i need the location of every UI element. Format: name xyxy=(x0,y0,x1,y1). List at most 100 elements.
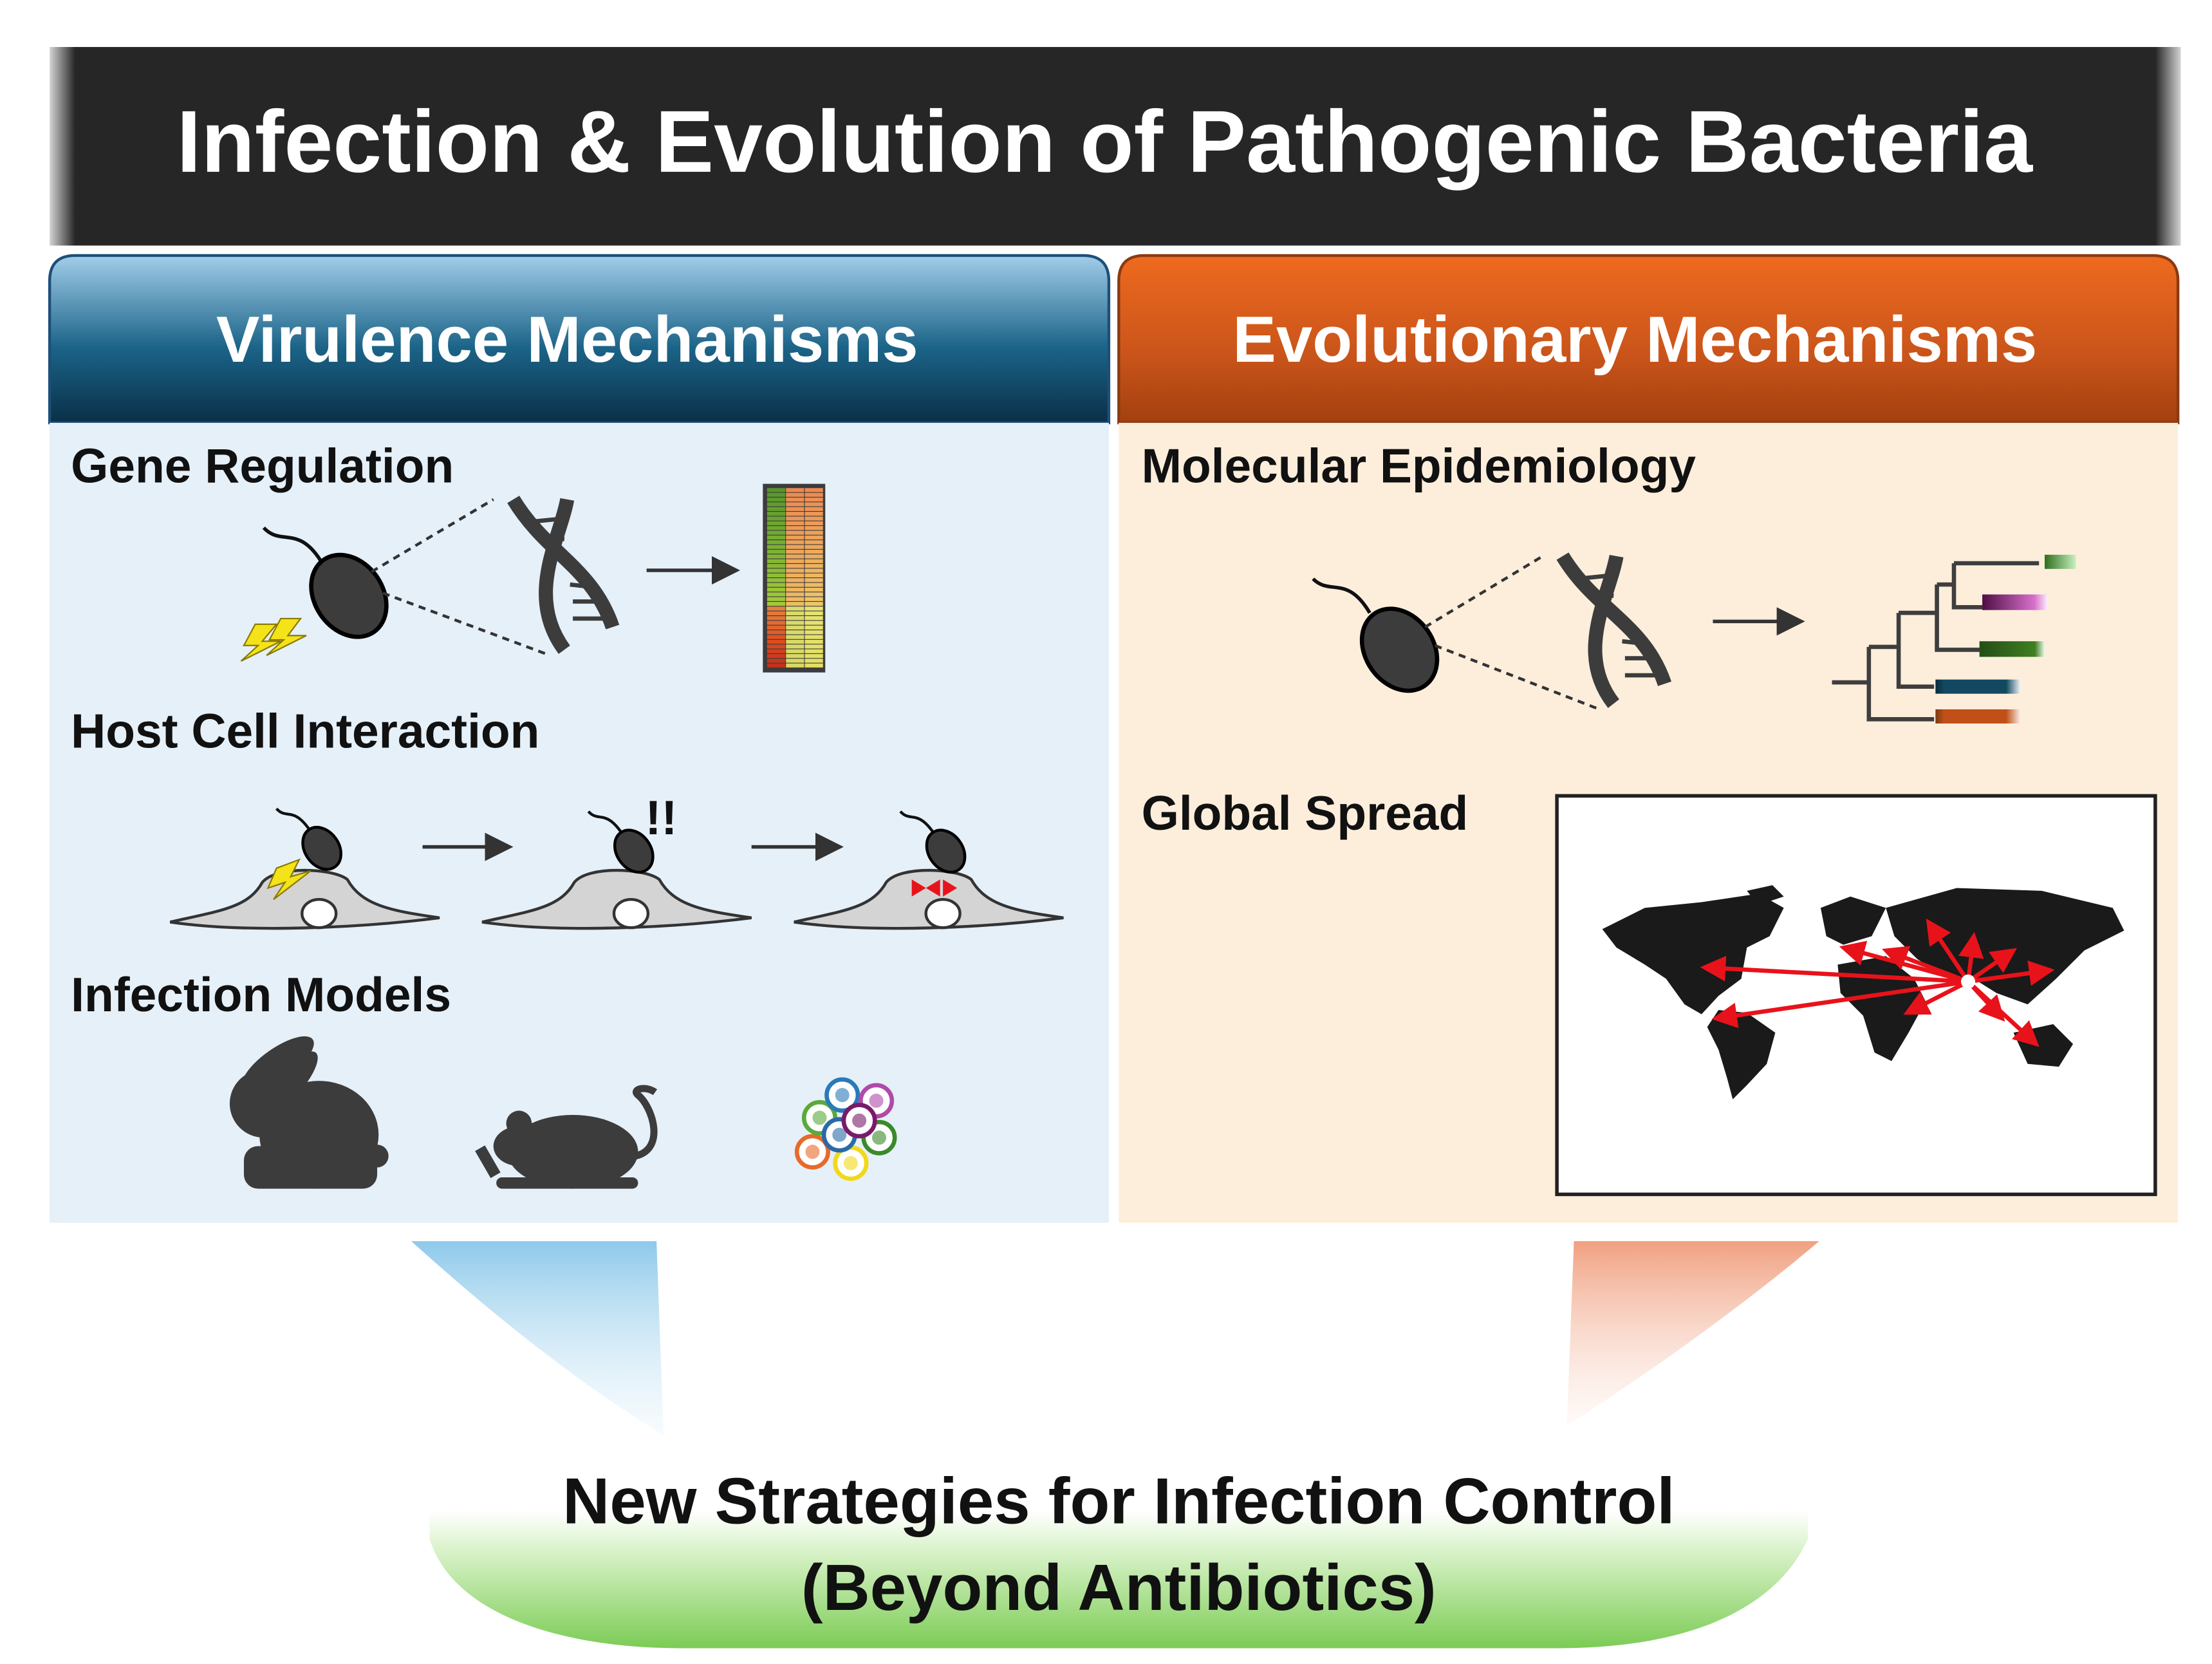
heatmap-cell xyxy=(786,507,804,511)
heatmap-cell xyxy=(767,587,786,592)
heatmap-cell xyxy=(804,611,823,615)
heatmap-cell xyxy=(767,530,786,535)
heatmap-cell xyxy=(767,611,786,615)
heatmap-cell xyxy=(804,597,823,601)
bacterium-icon xyxy=(262,526,389,639)
cell-culture-icon xyxy=(794,1077,897,1181)
heatmap-cell xyxy=(767,659,786,663)
heatmap-cell xyxy=(767,545,786,549)
outcome-line-2: (Beyond Antibiotics) xyxy=(801,1551,1436,1624)
heatmap-cell xyxy=(786,526,804,530)
heatmap-cell xyxy=(804,616,823,621)
heatmap-cell xyxy=(767,597,786,601)
heatmap-cell xyxy=(786,649,804,653)
rabbit-icon xyxy=(229,1036,389,1189)
heatmap-cell xyxy=(804,601,823,606)
clade-bar xyxy=(1979,641,2045,657)
heatmap-cell xyxy=(767,630,786,635)
heatmap-cell xyxy=(804,625,823,630)
panel-header-virulence: Virulence Mechanisms xyxy=(216,303,918,376)
heatmap-cell xyxy=(786,606,804,611)
heatmap-cell xyxy=(786,592,804,597)
heatmap-cell xyxy=(804,653,823,659)
heatmap-cell xyxy=(767,497,786,502)
heatmap-cell xyxy=(804,497,823,502)
heatmap-cell xyxy=(767,625,786,630)
heatmap-cell xyxy=(804,488,823,492)
virulence-panel: Virulence Mechanisms Gene Regulation Hos… xyxy=(48,254,1111,1223)
heatmap-cell xyxy=(804,635,823,639)
heatmap-cell xyxy=(786,583,804,587)
heatmap-cell xyxy=(786,545,804,549)
heatmap-cell xyxy=(804,578,823,583)
heatmap-cell xyxy=(804,540,823,545)
alert-icon: !! xyxy=(645,790,677,845)
heatmap-cell xyxy=(804,659,823,663)
heatmap-cell xyxy=(804,549,823,554)
dashed-line xyxy=(382,592,551,657)
heatmap-cell xyxy=(786,611,804,615)
heatmap-cell xyxy=(786,497,804,502)
heatmap-cell xyxy=(786,597,804,601)
clade-bar xyxy=(1982,594,2048,610)
heatmap-cell xyxy=(786,635,804,639)
heatmap-cell xyxy=(786,554,804,559)
funnel-right xyxy=(1566,1241,1819,1426)
heatmap-cell xyxy=(767,578,786,583)
heatmap-cell xyxy=(804,512,823,516)
heatmap-cell xyxy=(786,568,804,573)
heatmap-cell xyxy=(767,601,786,606)
dna-helix-icon xyxy=(1556,552,1672,708)
heatmap-cell xyxy=(786,659,804,663)
heatmap-icon xyxy=(763,483,826,673)
heatmap-cell xyxy=(804,535,823,540)
heatmap-cell xyxy=(767,606,786,611)
heatmap-cell xyxy=(767,583,786,587)
world-map-icon xyxy=(1555,794,2157,1197)
heatmap-cell xyxy=(767,616,786,621)
heatmap-cell xyxy=(804,573,823,578)
bacterium-icon xyxy=(301,826,342,871)
page-title: Infection & Evolution of Pathogenic Bact… xyxy=(176,92,2033,191)
mouse-icon xyxy=(475,1085,658,1189)
heatmap-cell xyxy=(767,559,786,563)
heatmap-cell xyxy=(767,568,786,573)
heatmap-cell xyxy=(804,639,823,644)
heatmap-cell xyxy=(804,526,823,530)
heatmap-cell xyxy=(767,549,786,554)
panel-header-evolutionary: Evolutionary Mechanisms xyxy=(1232,303,2037,376)
origin-star-icon xyxy=(1961,974,1976,989)
section-label-infection-models: Infection Models xyxy=(71,968,451,1022)
heatmap-cell xyxy=(786,663,804,668)
heatmap-cell xyxy=(804,663,823,668)
lightning-icon xyxy=(266,858,311,901)
clade-bar xyxy=(2045,554,2076,569)
heatmap-cell xyxy=(786,540,804,545)
heatmap-cell xyxy=(804,606,823,611)
heatmap-cell xyxy=(786,516,804,521)
heatmap-cell xyxy=(804,583,823,587)
heatmap-cell xyxy=(786,564,804,568)
dashed-line xyxy=(1434,644,1601,711)
heatmap-cell xyxy=(804,507,823,511)
heatmap-cell xyxy=(767,621,786,625)
heatmap-cell xyxy=(786,625,804,630)
section-label-global-spread: Global Spread xyxy=(1142,786,1469,840)
heatmap-cell xyxy=(804,545,823,549)
dashed-line xyxy=(1424,555,1544,629)
heatmap-cell xyxy=(786,644,804,649)
heatmap-cell xyxy=(804,568,823,573)
heatmap-cell xyxy=(804,630,823,635)
heatmap-cell xyxy=(786,549,804,554)
heatmap-cell xyxy=(804,492,823,497)
heatmap-cell xyxy=(804,554,823,559)
evolutionary-panel: Evolutionary Mechanisms Molecular Epidem… xyxy=(1117,254,2180,1223)
heatmap-cell xyxy=(804,530,823,535)
heatmap-cell xyxy=(767,516,786,521)
bacterium-icon xyxy=(925,828,967,874)
heatmap-cell xyxy=(767,540,786,545)
heatmap-cell xyxy=(786,573,804,578)
heatmap-cell xyxy=(767,492,786,497)
dashed-line xyxy=(371,498,494,574)
